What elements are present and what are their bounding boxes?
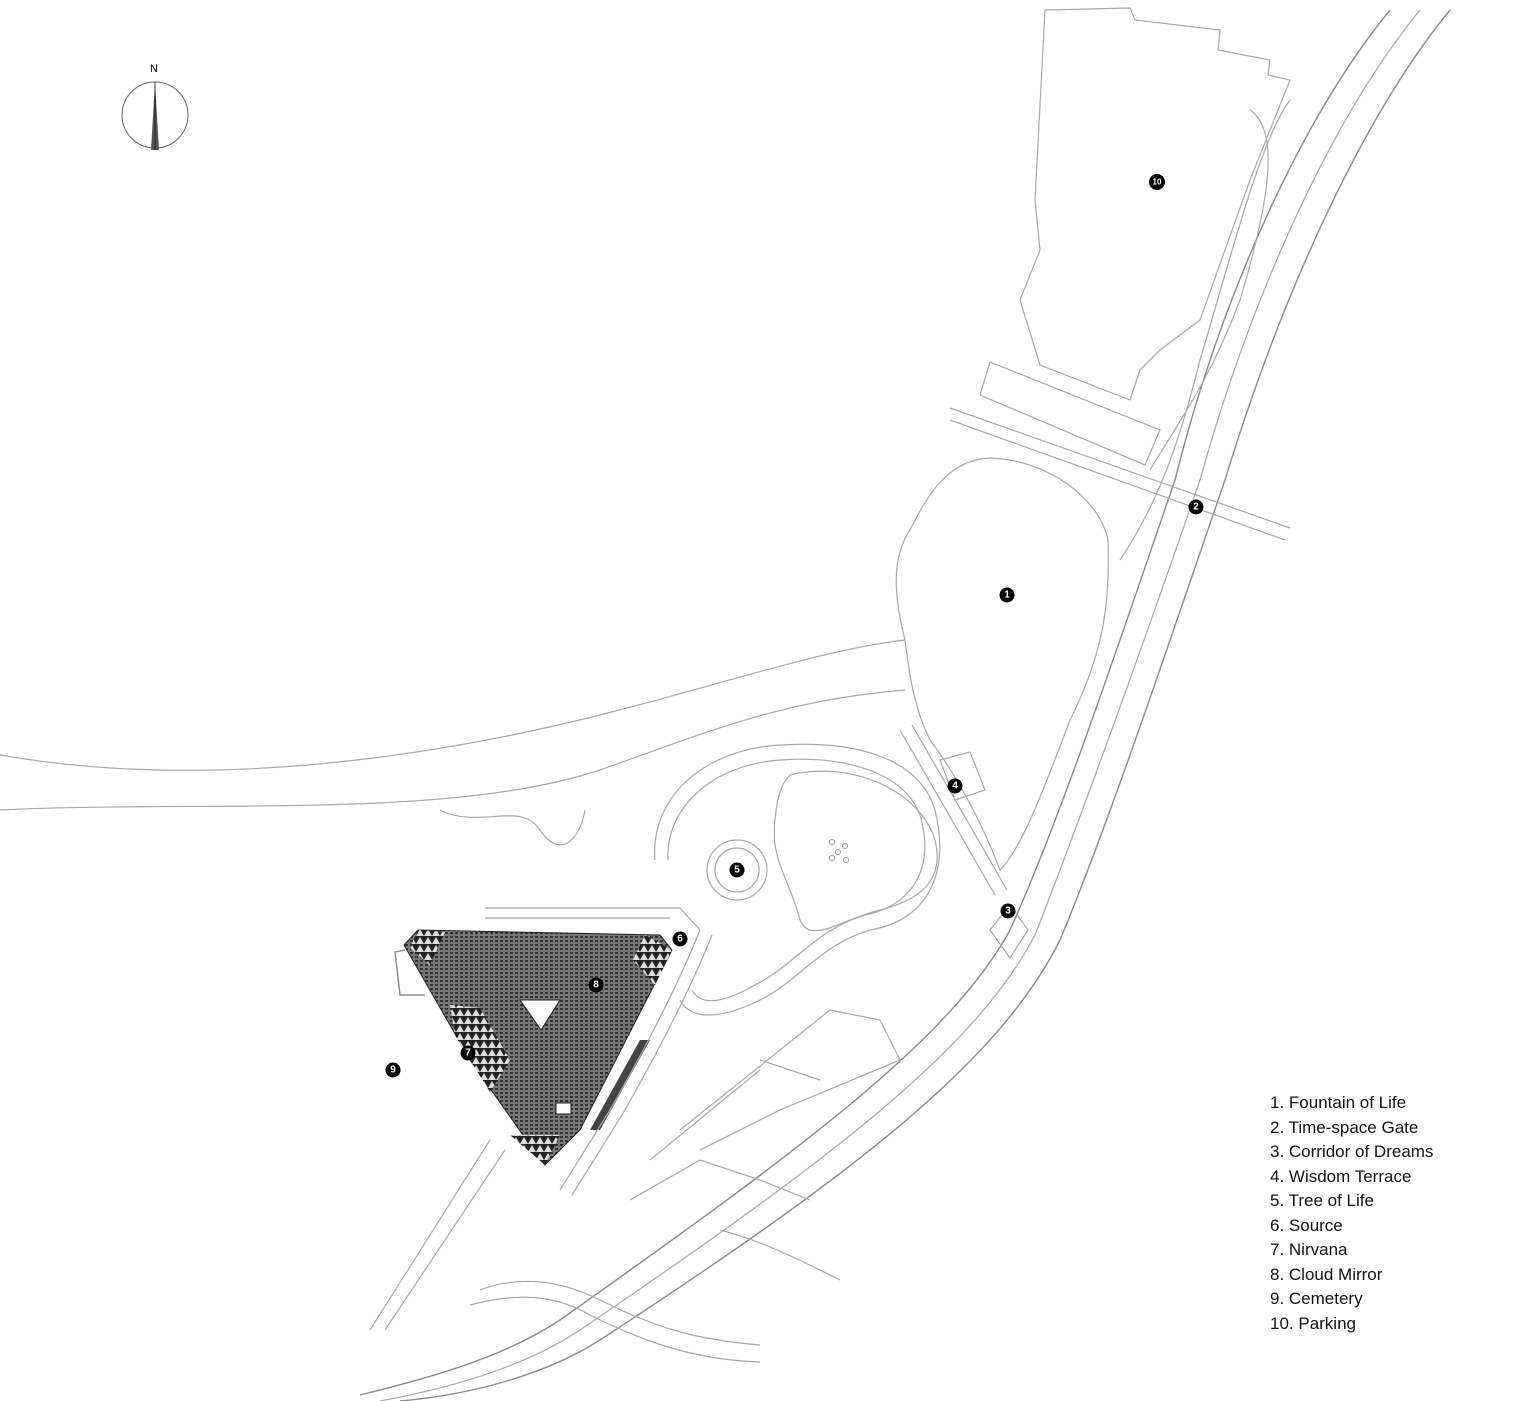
legend-item: 5. Tree of Life: [1270, 1191, 1374, 1210]
marker-tree-of-life[interactable]: 5: [729, 862, 745, 878]
fountain-jets: [829, 839, 849, 863]
legend-item: 1. Fountain of Life: [1270, 1093, 1407, 1112]
access-road: [1119, 99, 1291, 561]
riverbank-lower: [0, 689, 906, 811]
svg-text:3: 3: [1005, 906, 1011, 917]
legend-item: 10. Parking: [1270, 1313, 1356, 1333]
corridor-of-dreams: [899, 724, 1008, 896]
building-side-path: [559, 929, 713, 1196]
marker-source[interactable]: 6: [672, 931, 688, 947]
legend-item: 9. Cemetery: [1270, 1289, 1363, 1308]
north-label: N: [150, 63, 158, 75]
marker-nirvana[interactable]: 7: [460, 1045, 476, 1061]
cloud-mirror-building: [394, 907, 701, 1166]
road-edge-east: [399, 9, 1451, 1401]
svg-text:5: 5: [734, 865, 740, 876]
svg-text:7: 7: [465, 1048, 471, 1059]
svg-text:2: 2: [1193, 502, 1199, 513]
legend-item: 3. Corridor of Dreams: [1270, 1142, 1434, 1161]
marker-time-space-gate[interactable]: 2: [1188, 499, 1204, 515]
riverbank-upper: [0, 639, 906, 771]
loop-path: [654, 743, 941, 1016]
legend-item: 6. Source: [1270, 1215, 1343, 1235]
marker-parking[interactable]: 10: [1149, 174, 1165, 190]
road-edge-west: [359, 9, 1391, 1396]
stone-field: [979, 361, 1161, 466]
legend-item: 7. Nirvana: [1270, 1240, 1348, 1259]
legend-item: 8. Cloud Mirror: [1270, 1264, 1383, 1284]
wisdom-terrace: [939, 751, 986, 801]
road-center: [379, 9, 1421, 1401]
svg-text:10: 10: [1153, 178, 1162, 187]
marker-fountain-of-life[interactable]: 1: [999, 587, 1015, 603]
marker-cemetery[interactable]: 9: [385, 1062, 401, 1078]
reflection-pond: [773, 770, 938, 932]
svg-text:4: 4: [952, 781, 958, 792]
access-road-2: [1149, 109, 1269, 471]
legend-item: 4. Wisdom Terrace: [1270, 1166, 1412, 1186]
fountain-of-life-area: [895, 457, 1109, 872]
west-path: [369, 1139, 506, 1331]
svg-text:6: 6: [677, 934, 683, 945]
garden-stream: [439, 809, 586, 846]
parking-lot: [1019, 7, 1291, 401]
tree-of-life-ring: [706, 839, 768, 901]
svg-text:9: 9: [390, 1065, 396, 1076]
svg-text:8: 8: [593, 980, 599, 991]
marker-wisdom-terrace[interactable]: 4: [947, 778, 963, 794]
terraces: [629, 1009, 901, 1281]
legend-item: 2. Time-space Gate: [1270, 1117, 1419, 1137]
marker-cloud-mirror[interactable]: 8: [588, 977, 604, 993]
lower-road: [469, 1280, 761, 1363]
bridge-path: [949, 407, 1291, 541]
svg-text:1: 1: [1004, 590, 1010, 601]
legend: 1. Fountain of Life 2. Time-space Gate 3…: [1270, 1091, 1433, 1336]
marker-corridor-of-dreams[interactable]: 3: [1000, 903, 1016, 919]
north-arrow-icon: [121, 81, 189, 150]
tree-of-life-inner: [714, 847, 760, 893]
